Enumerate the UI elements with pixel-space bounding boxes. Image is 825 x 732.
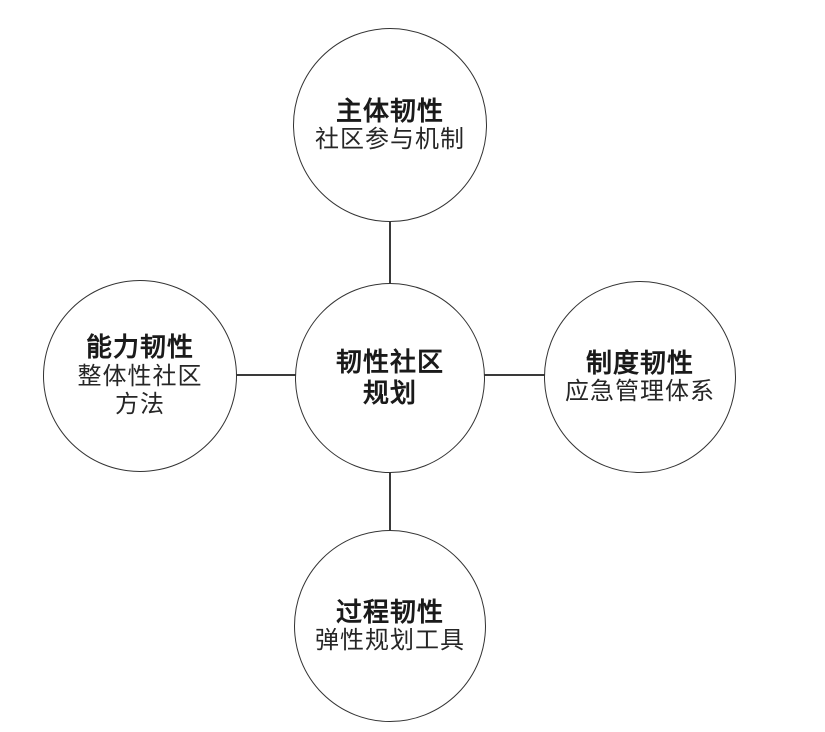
node-capability-resilience: 能力韧性 整体性社区 方法	[43, 280, 237, 472]
node-subtitle: 社区参与机制	[315, 126, 465, 154]
node-title: 能力韧性	[85, 332, 194, 363]
node-subtitle-line2: 方法	[115, 391, 165, 419]
node-resilient-community-planning: 韧性社区 规划	[295, 283, 485, 473]
node-subtitle: 弹性规划工具	[315, 627, 465, 655]
node-title: 过程韧性	[335, 596, 444, 627]
node-subtitle: 应急管理体系	[565, 378, 715, 406]
node-title-line1: 韧性社区	[335, 347, 444, 378]
connector-left-center	[236, 374, 297, 376]
node-title: 主体韧性	[335, 95, 444, 126]
connector-center-bottom	[389, 471, 391, 532]
connector-top-center	[389, 222, 391, 284]
node-subject-resilience: 主体韧性 社区参与机制	[293, 28, 487, 222]
node-subtitle-line1: 整体性社区	[77, 363, 203, 391]
connector-center-right	[484, 374, 545, 376]
node-title: 制度韧性	[585, 347, 694, 378]
node-institutional-resilience: 制度韧性 应急管理体系	[544, 281, 736, 473]
node-process-resilience: 过程韧性 弹性规划工具	[294, 530, 486, 722]
node-title-line2: 规划	[362, 378, 417, 408]
